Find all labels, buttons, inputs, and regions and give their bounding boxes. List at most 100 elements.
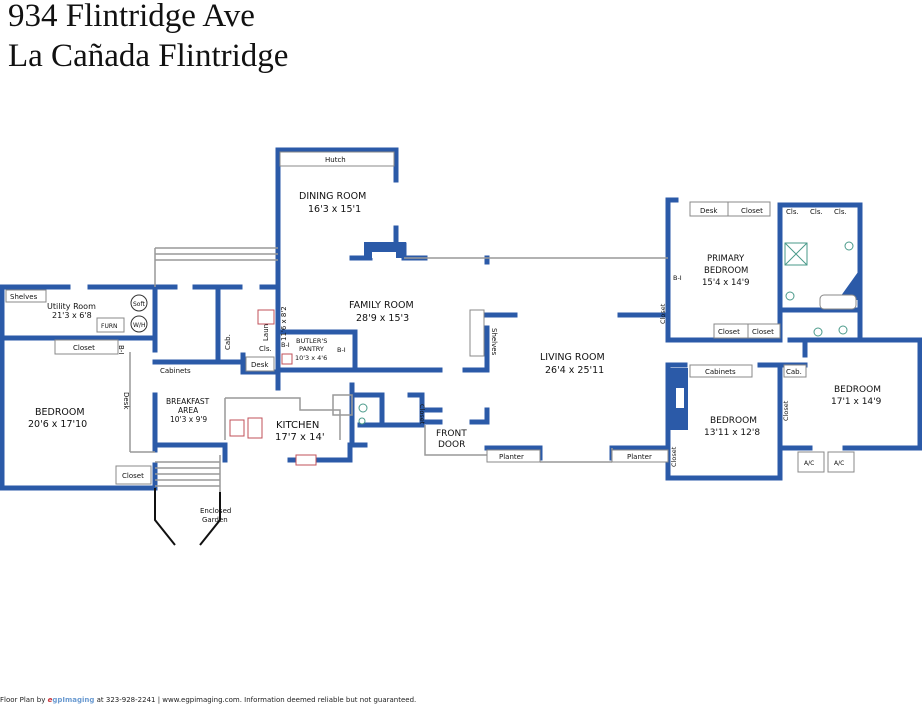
fireplace-opening [676,388,684,408]
label-cabinets-2: Cabinets [705,368,736,376]
kitchen-dims: 17'7 x 14' [275,432,325,443]
primary-dims: 15'4 x 14'9 [702,278,750,288]
east-bedrooms: Cabinets BEDROOM 13'11 x 12'8 Closet Cab… [670,364,882,473]
laundry-sink-icon [257,309,275,325]
kitchen-sink-icon [295,454,317,466]
bedroom-west-name: BEDROOM [35,407,85,418]
utility-room-dims: 21'3 x 6'8 [52,311,92,320]
label-hutch: Hutch [325,156,346,164]
front-door-2: DOOR [438,440,465,450]
toilet-icon [358,403,368,413]
label-cab-2: Cab. [786,368,802,376]
living-dims: 26'4 x 25'11 [545,365,604,376]
desk-box [245,356,275,372]
cabinets-box [689,364,753,378]
softener-icon [130,294,148,312]
brand-logo-e: e [47,696,53,704]
bath-corner [838,272,858,300]
label-cls-3: Cls. [834,208,847,216]
label-planter-2: Planter [627,453,652,461]
garden: Enclosed Garden [200,507,231,524]
label-furn: FURN [101,323,118,330]
thin-lines [129,247,668,546]
fireplace-hearth [372,252,396,258]
address-line-1: 934 Flintridge Ave [8,0,255,34]
breakfast-name-2: AREA [178,406,199,415]
label-desk: Desk [122,392,130,410]
shelves-box-2 [469,309,485,357]
planter-west [486,449,541,463]
bedroom-east-name: BEDROOM [834,385,881,395]
utility-room-name: Utility Room [47,302,96,311]
toilet-icon-3 [838,325,848,335]
label-closet-4: Closet [659,303,667,324]
label-planter-1: Planter [499,453,524,461]
label-cls: Cls. [259,345,272,353]
label-cls-1: Cls. [786,208,799,216]
bedroom-west-dims: 20'6 x 17'10 [28,419,87,430]
label-desk-3: Desk [700,207,718,215]
breakfast-dims: 10'3 x 9'9 [170,415,207,424]
entry-area: Closet FRONT DOOR Planter Planter [358,403,669,463]
label-desk-2: Desk [251,361,269,369]
primary-name-2: BEDROOM [704,266,748,276]
kitchen-area: Cabinets BREAKFAST AREA 10'3 x 9'9 Cab. … [160,306,346,466]
sink-icon-2 [844,241,854,251]
footer-suffix: at 323-928-2241 | www.egpimaging.com. In… [96,696,417,704]
kitchen-name: KITCHEN [276,420,319,431]
label-ac-2: A/C [834,460,844,467]
label-closet-7: Closet [670,446,678,467]
bedroom-west: Closet B-I Desk BEDROOM 20'6 x 17'10 Clo… [28,339,152,485]
closet-box-primary [727,201,771,217]
footer-prefix: Floor Plan by [0,696,46,704]
label-closet-8: Closet [782,400,790,421]
dining-name: DINING ROOM [299,191,366,202]
front-door-1: FRONT [436,429,467,439]
label-shelves-2: Shelves [490,328,498,356]
brand-logo-gp: gp [52,696,63,704]
garden-name-2: Garden [202,516,228,524]
utility-fixtures: Shelves Utility Room 21'3 x 6'8 Soft W/H… [5,289,148,333]
label-soft: Soft [133,301,145,308]
cab-box [783,364,807,378]
brand-logo-imaging: Imaging [62,696,95,704]
bedroom-mid-name: BEDROOM [710,416,757,426]
pantry-sink-icon [281,353,293,365]
label-bi-3: B-I [337,346,346,354]
label-closet-entry: Closet [418,404,426,425]
label-wh: W/H [133,322,145,329]
planter-east [611,449,669,463]
dining-dims: 16'3 x 15'1 [308,204,361,215]
water-heater-icon [130,315,148,333]
pantry-name-1: BUTLER'S [296,337,327,345]
living-name: LIVING ROOM [540,352,605,363]
cooktop-icon [247,417,263,439]
label-closet-5: Closet [718,328,740,336]
label-shelves: Shelves [10,293,38,301]
ac-unit-2 [827,451,855,473]
label-closet-3: Closet [741,207,763,215]
label-cabinets: Cabinets [160,367,191,375]
closet-box-2 [115,465,152,485]
bedroom-east-dims: 17'1 x 14'9 [831,397,882,407]
laundry-name: Laundry [262,312,270,341]
pantry-dims: 10'3 x 4'6 [295,354,327,362]
footer-credit: Floor Plan by egpImaging at 323-928-2241… [0,696,416,704]
bedroom-mid-dims: 13'11 x 12'8 [704,428,760,438]
label-cab: Cab. [224,334,232,350]
family-name: FAMILY ROOM [349,300,414,311]
label-bi-4: B-I [673,274,682,282]
label-closet-6: Closet [752,328,774,336]
label-closet: Closet [73,344,95,352]
address-line-2: La Cañada Flintridge [8,38,289,74]
closet-box [54,339,119,355]
bathtub-icon [819,294,857,310]
breakfast-name-1: BREAKFAST [166,397,210,406]
closet-box-p3 [747,323,781,339]
garden-name-1: Enclosed [200,507,231,515]
oven-icon [229,419,245,437]
sink-icon-3 [813,327,823,337]
ac-unit-1 [797,451,825,473]
primary-name-1: PRIMARY [707,254,745,264]
